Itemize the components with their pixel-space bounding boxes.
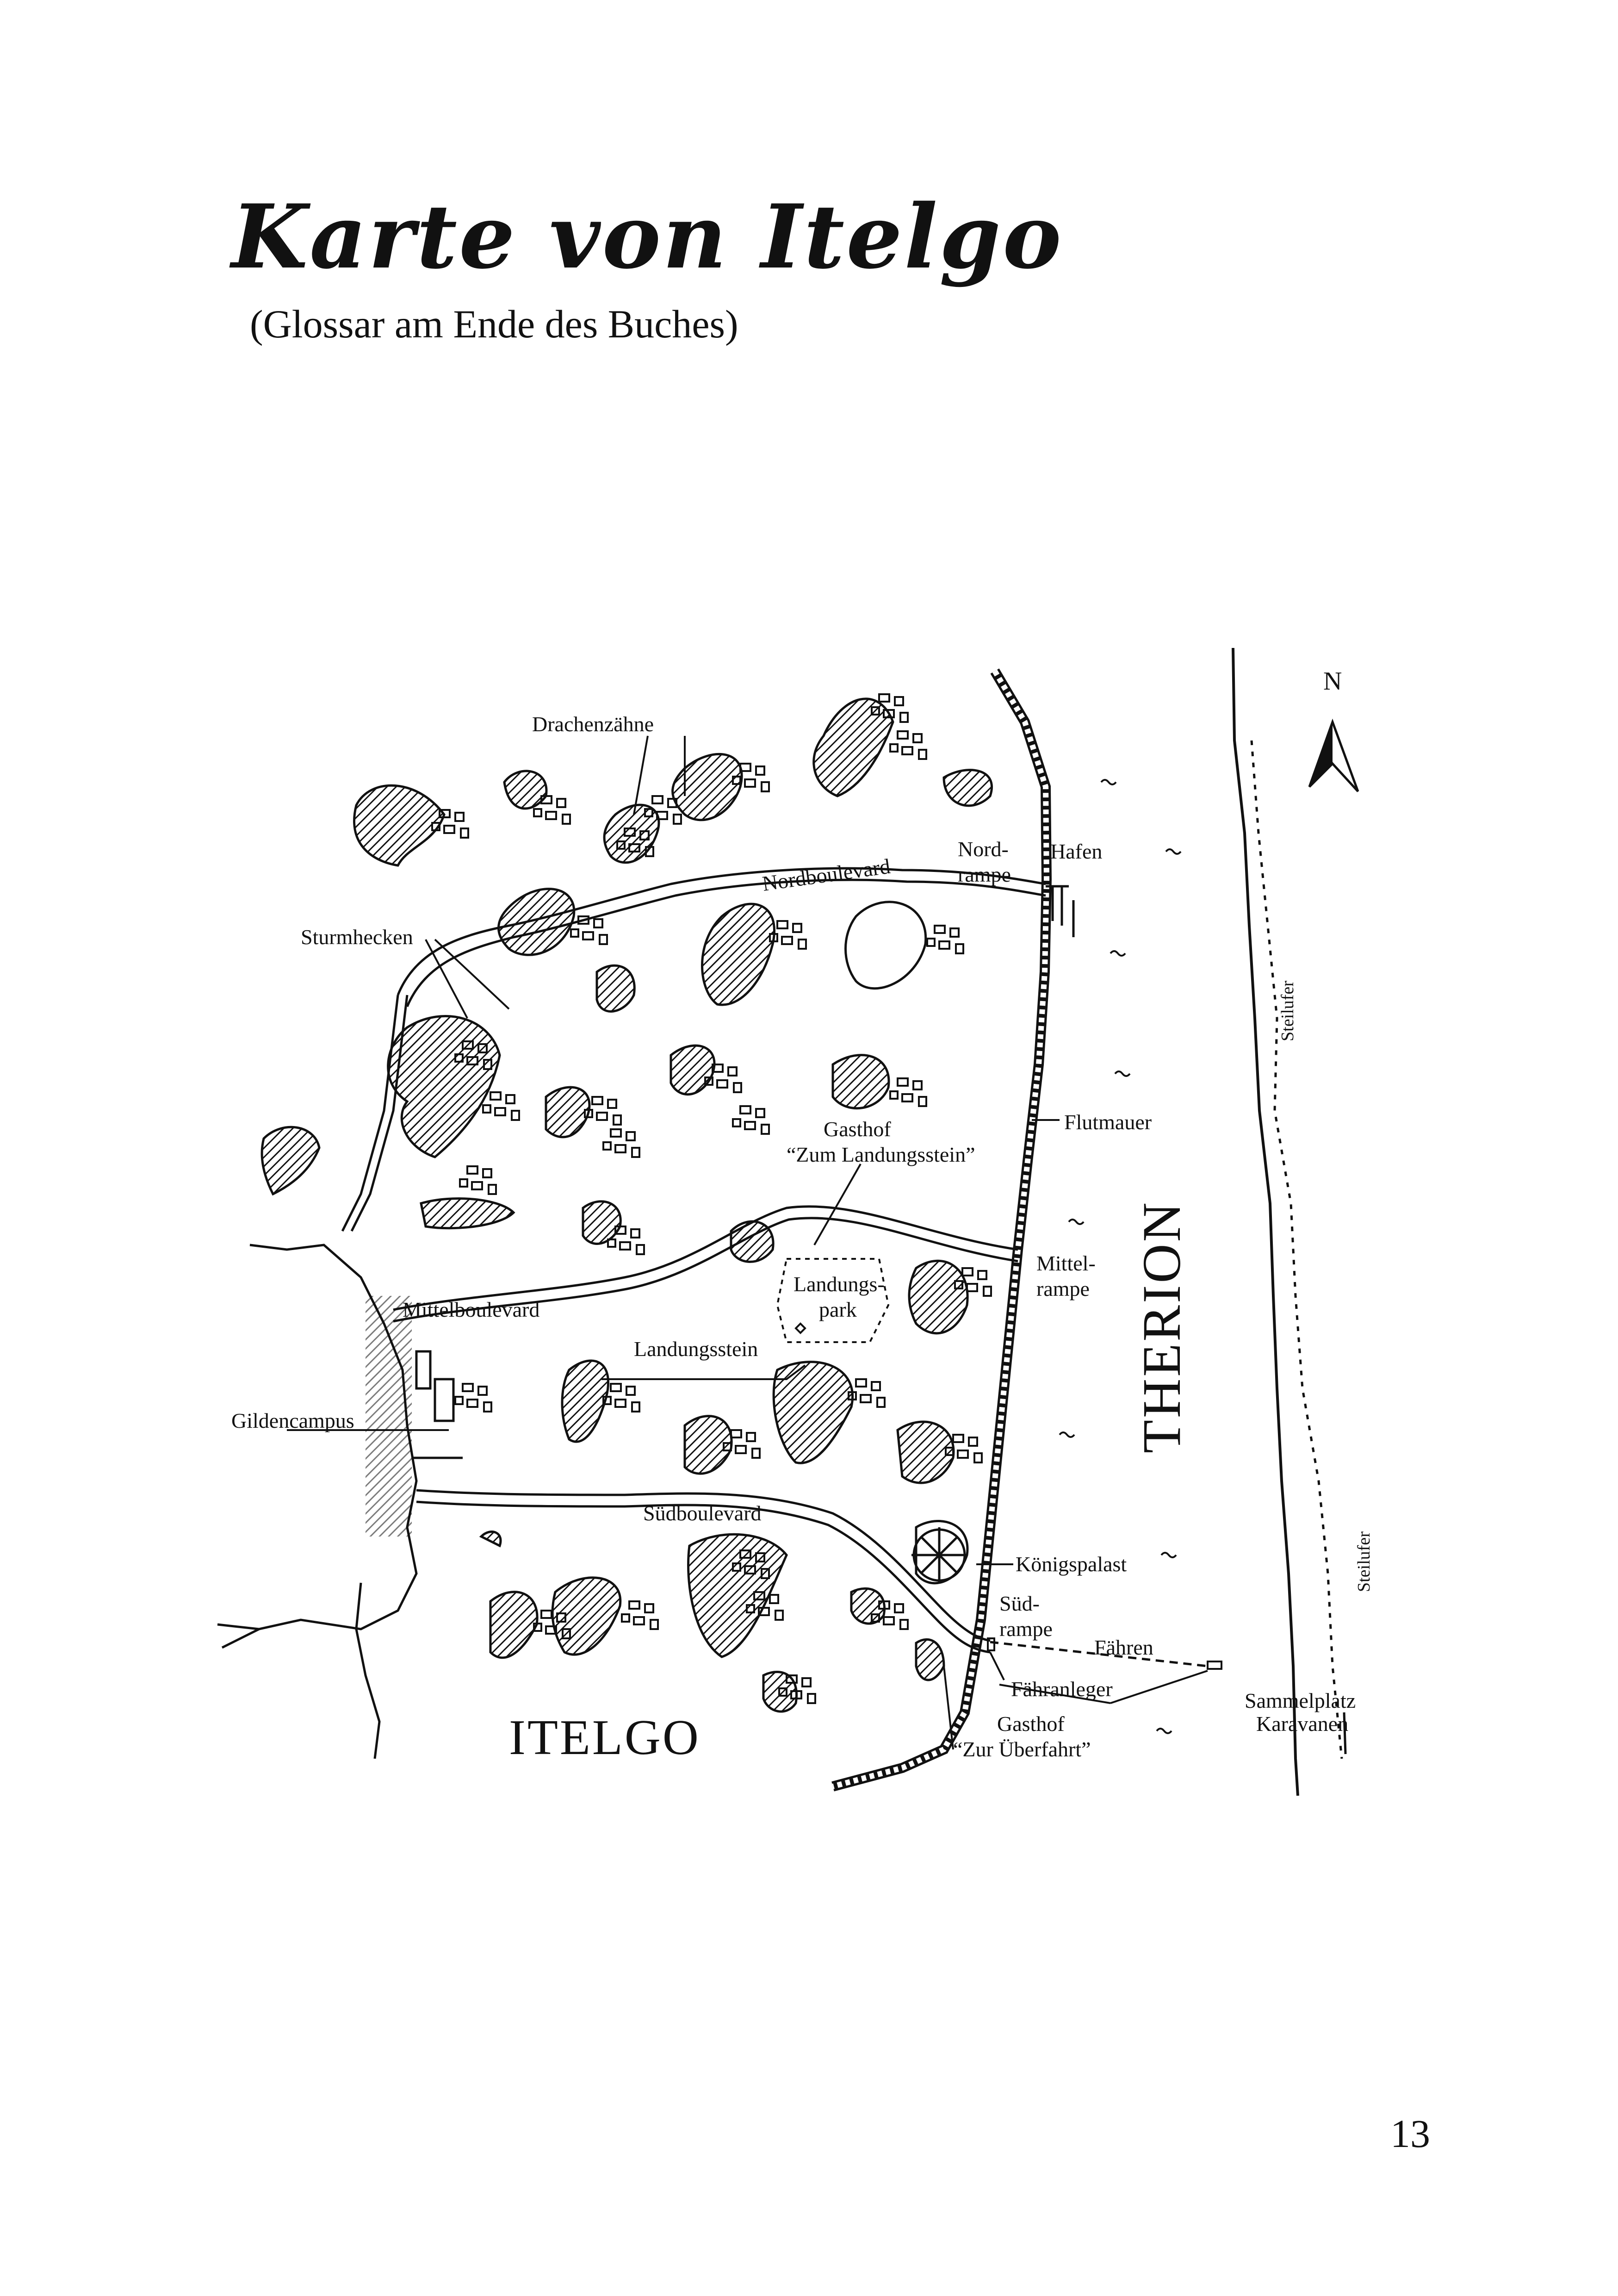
- west-coast: [217, 1244, 418, 1759]
- label-nordrampe-1: Nord-: [958, 837, 1009, 861]
- ferry-route: [987, 1637, 1222, 1670]
- label-gasthof-landungsstein-2: “Zum Landungsstein”: [787, 1143, 975, 1166]
- label-gasthof-ueberfahrt-2: “Zur Überfahrt”: [953, 1737, 1091, 1761]
- label-steilufer-north: Steilufer: [1278, 981, 1297, 1041]
- label-gasthof-landungsstein-1: Gasthof: [824, 1117, 891, 1141]
- page-number: 13: [1390, 2111, 1430, 2156]
- label-sturmhecken: Sturmhecken: [301, 925, 413, 949]
- label-gasthof-ueberfahrt-1: Gasthof: [997, 1712, 1065, 1736]
- landungsstein-marker: [794, 1322, 806, 1334]
- label-flutmauer: Flutmauer: [1064, 1110, 1152, 1134]
- harbour-piers: [1046, 885, 1075, 937]
- label-suedboulevard: Südboulevard: [643, 1501, 762, 1525]
- label-nordboulevard: Nordboulevard: [761, 854, 892, 896]
- label-landungsstein: Landungsstein: [634, 1337, 758, 1361]
- hills: [260, 697, 993, 1713]
- label-nordrampe-2: rampe: [958, 863, 1011, 886]
- water-marks: [1059, 779, 1182, 1734]
- label-faehren: Fähren: [1094, 1636, 1153, 1659]
- royal-palace: [911, 1527, 967, 1583]
- label-suedrampe-1: Süd-: [999, 1592, 1040, 1615]
- label-sammelplatz-1: Sammelplatz: [1245, 1689, 1356, 1712]
- roads: [341, 867, 1046, 1654]
- label-hafen: Hafen: [1050, 840, 1102, 863]
- label-therion: THERION: [1131, 1201, 1192, 1453]
- label-landungspark-2: park: [819, 1298, 857, 1321]
- guild-campus: [412, 1350, 463, 1459]
- label-koenigspalast: Königspalast: [1016, 1552, 1127, 1576]
- label-gildencampus: Gildencampus: [231, 1409, 354, 1432]
- label-mittelrampe-1: Mittel-: [1036, 1251, 1096, 1275]
- label-steilufer-south: Steilufer: [1354, 1531, 1374, 1592]
- label-mittelrampe-2: rampe: [1036, 1277, 1090, 1300]
- label-itelgo: ITELGO: [509, 1710, 701, 1765]
- compass-arrow-icon: N: [1308, 667, 1359, 792]
- landungspark-outline: [776, 1258, 890, 1343]
- label-pointers: [287, 735, 1208, 1750]
- page-subtitle: (Glossar am Ende des Buches): [250, 302, 738, 346]
- label-faehranleger: Fähranleger: [1011, 1677, 1113, 1701]
- page-title: Karte von Itelgo: [231, 185, 1063, 288]
- label-suedrampe-2: rampe: [999, 1617, 1053, 1641]
- label-landungspark-1: Landungs-: [794, 1272, 885, 1296]
- compass-label: N: [1323, 667, 1342, 696]
- flood-wall: [831, 668, 1052, 1792]
- label-mittelboulevard: Mittelboulevard: [403, 1298, 539, 1321]
- label-sammelplatz-2: Karavanen: [1256, 1712, 1348, 1736]
- label-drachenzaehne: Drachenzähne: [532, 712, 654, 736]
- river-east-bank: [1232, 647, 1347, 1796]
